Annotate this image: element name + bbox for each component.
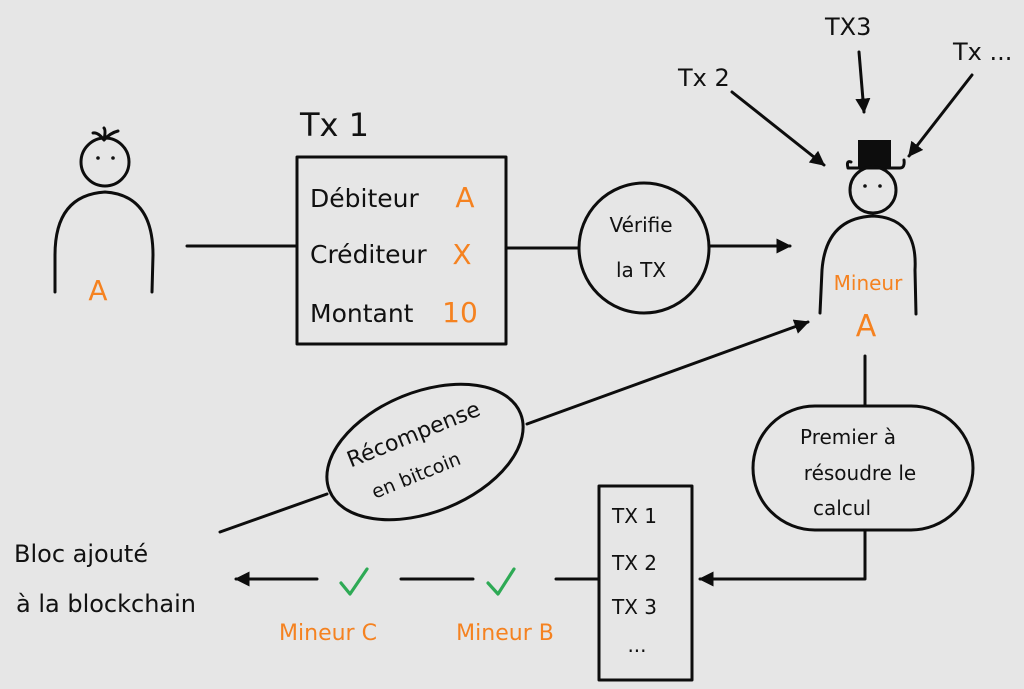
- result-line2: à la blockchain: [16, 590, 196, 618]
- tx-field-amount: Montant: [310, 299, 414, 328]
- incoming-txmore-label: Tx ...: [952, 38, 1012, 66]
- tx-field-debtor: Débiteur: [310, 184, 419, 213]
- miner-head-icon: [848, 165, 898, 215]
- sender-person: A: [53, 126, 155, 307]
- transaction-title: Tx 1: [299, 106, 369, 144]
- block-item-1: TX 1: [611, 504, 657, 528]
- top-hat-icon: [858, 140, 891, 167]
- hat-brim-icon: [845, 158, 906, 170]
- verify-node: Vérifie la TX: [577, 181, 711, 315]
- incoming-tx3-label: TX3: [824, 13, 871, 41]
- block-box: TX 1 TX 2 TX 3 ...: [597, 484, 694, 682]
- transaction-box: Débiteur A Créditeur X Montant 10: [295, 155, 508, 346]
- tx-value-debtor: A: [455, 181, 474, 214]
- result-line1: Bloc ajouté: [14, 540, 148, 568]
- block-item-2: TX 2: [611, 551, 657, 575]
- body-icon: [53, 190, 155, 294]
- miner-person: Mineur A: [818, 140, 918, 344]
- solve-line2: résoudre le: [804, 461, 916, 485]
- reward-node: Récompense en bitcoin: [325, 382, 525, 522]
- connector-result-reward: [218, 492, 329, 534]
- arrow-txmore-miner: [907, 73, 974, 158]
- miner-label-line2: A: [856, 309, 877, 344]
- check-icon-miner-b: [486, 567, 516, 596]
- tx-value-amount: 10: [442, 296, 478, 329]
- miner-body-icon: [818, 214, 918, 316]
- verify-line2: la TX: [616, 258, 666, 282]
- head-icon: [79, 136, 131, 188]
- arrow-solve-block: [698, 528, 867, 587]
- reward-line1: Récompense: [344, 397, 484, 473]
- miner-label-line1: Mineur: [834, 271, 903, 295]
- arrow-tx2-miner: [730, 90, 826, 167]
- validator-miner-c: Mineur C: [279, 621, 377, 646]
- tx-field-creditor: Créditeur: [310, 240, 427, 269]
- solve-line3: calcul: [813, 496, 871, 520]
- check-icon-miner-c: [339, 567, 369, 596]
- verify-line1: Vérifie: [609, 213, 672, 237]
- incoming-tx2-label: Tx 2: [677, 64, 730, 92]
- solve-line1: Premier à: [800, 425, 896, 449]
- solve-node: Premier à résoudre le calcul: [751, 404, 975, 532]
- sender-label: A: [88, 274, 107, 307]
- arrow-reward-miner: [525, 319, 810, 426]
- block-item-3: TX 3: [611, 595, 657, 619]
- tx-value-creditor: X: [452, 238, 471, 271]
- block-item-more: ...: [627, 633, 646, 657]
- validator-miner-b: Mineur B: [456, 621, 554, 646]
- arrow-tx3-miner: [855, 50, 871, 114]
